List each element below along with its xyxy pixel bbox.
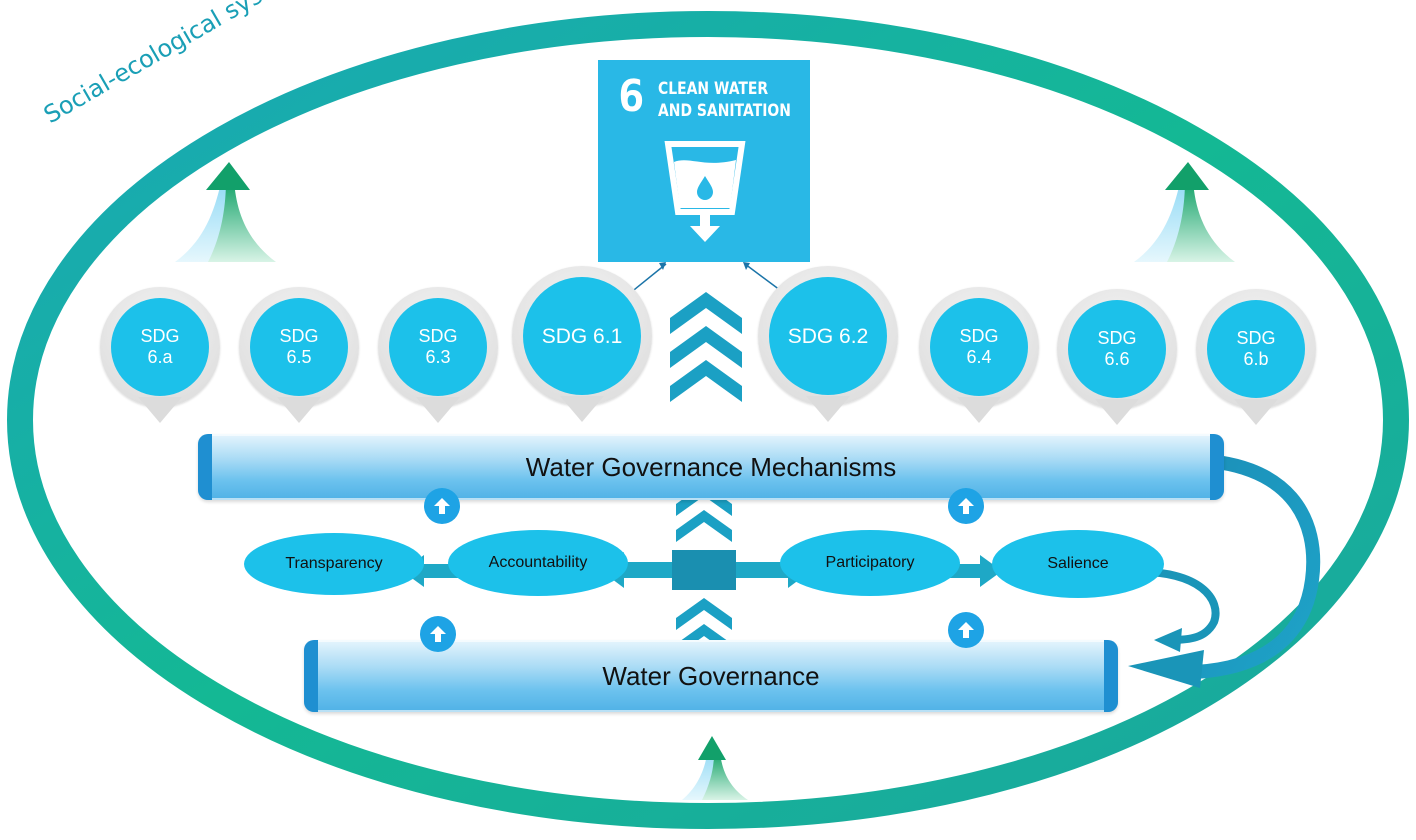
chevron-up-stack-top-icon [670, 292, 742, 402]
marker-label-line1: SDG [140, 326, 180, 346]
growth-arrow-left-icon [175, 162, 276, 262]
mechanisms-label: Water Governance Mechanisms [525, 451, 897, 482]
up-arrow-circle-icon [420, 616, 456, 652]
marker-label-line2: 6.b [1243, 349, 1269, 369]
social-ecological-ring [7, 11, 1409, 829]
bar-cap-left [198, 434, 212, 500]
up-arrow-circle-icon [948, 488, 984, 524]
feedback-arrow-small-icon [1130, 567, 1220, 644]
mechanisms-bar: Water Governance Mechanisms [198, 434, 1224, 500]
principle-transparency: Transparency [244, 533, 424, 595]
marker-label-line2: 6.5 [286, 347, 312, 367]
marker-label-line2: 6.3 [425, 347, 451, 367]
sdg-number: 6 [618, 71, 645, 122]
growth-arrow-right-icon [1134, 162, 1235, 262]
up-arrow-circle-icon [424, 488, 460, 524]
feedback-arrow-large-icon [1179, 453, 1321, 679]
sdg-title-line2: AND SANITATION [658, 101, 791, 121]
growth-arrow-bottom-icon [682, 736, 748, 800]
marker-label-line2: 6.6 [1104, 349, 1130, 369]
marker-label-line2: 6.4 [966, 347, 992, 367]
governance-bar: Water Governance [304, 640, 1118, 712]
marker-label: SDG 6.2 [787, 324, 869, 348]
bar-cap-right [1104, 640, 1118, 712]
governance-label: Water Governance [602, 660, 820, 691]
water-glass-icon [664, 141, 746, 242]
marker-label-line1: SDG [1097, 328, 1137, 348]
sdg6-badge: 6 CLEAN WATER AND SANITATION [598, 60, 810, 262]
sdg-title: CLEAN WATER AND SANITATION [658, 78, 791, 122]
marker-label-line2: 6.a [147, 347, 173, 367]
up-arrow-circle-icon [948, 612, 984, 648]
principle-participatory: Participatory [780, 530, 960, 596]
marker-label-line1: SDG [418, 326, 458, 346]
bar-cap-left [304, 640, 318, 712]
marker-label-line1: SDG [279, 326, 319, 346]
marker-label: SDG 6.1 [541, 324, 623, 348]
principle-accountability: Accountability [448, 530, 628, 596]
sdg-title-line1: CLEAN WATER [658, 79, 769, 99]
marker-label-line1: SDG [1236, 328, 1276, 348]
bar-cap-right [1210, 434, 1224, 500]
principle-salience: Salience [992, 530, 1164, 598]
marker-label-line1: SDG [959, 326, 999, 346]
